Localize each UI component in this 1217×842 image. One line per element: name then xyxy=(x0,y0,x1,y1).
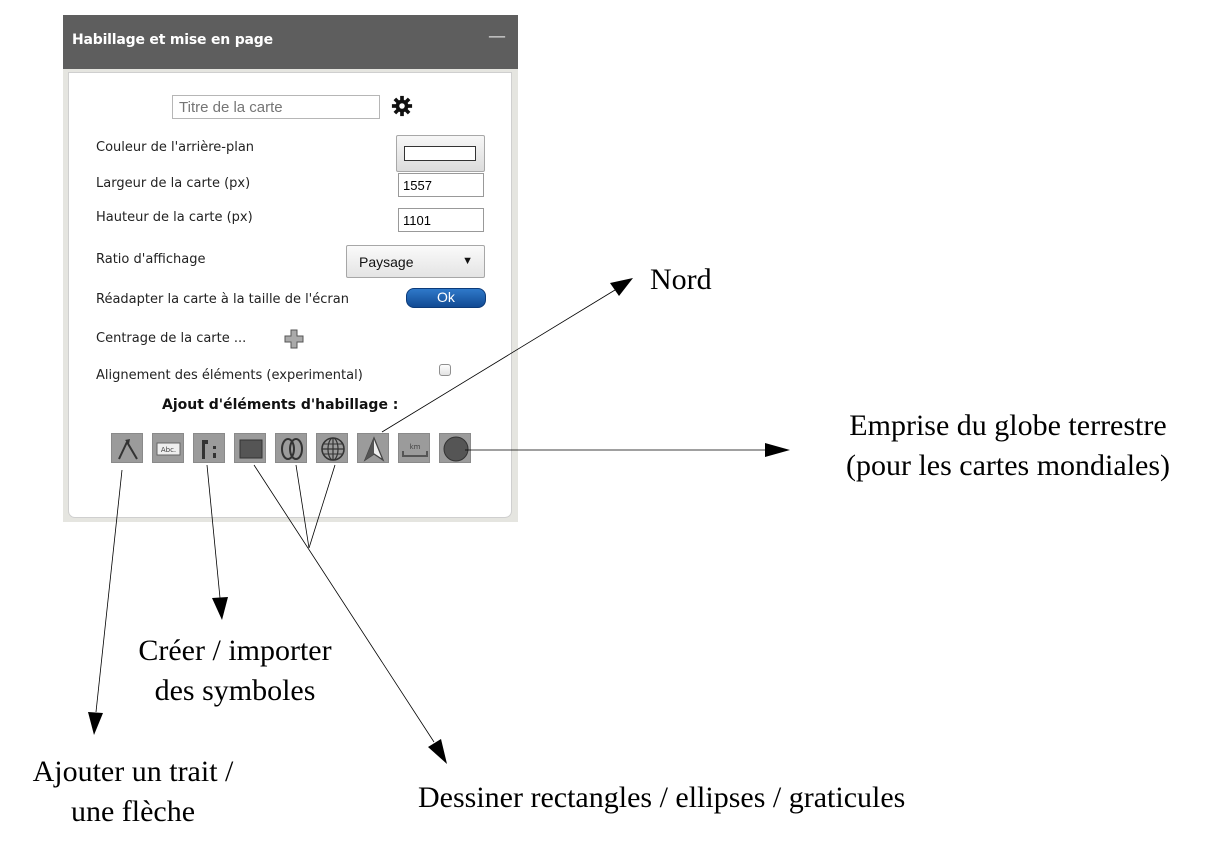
line-annotation-line2: une flèche xyxy=(70,795,196,828)
sphere-icon xyxy=(443,436,469,462)
symbols-arrowhead xyxy=(212,597,228,620)
shapes-branch-2 xyxy=(308,464,336,549)
align-elements-label: Alignement des éléments (experimental) xyxy=(96,368,363,383)
graticule-tool[interactable] xyxy=(316,433,348,463)
scale-bar-label: km xyxy=(410,443,421,451)
text-abc-icon: Abc. xyxy=(156,442,181,456)
minimize-icon[interactable]: — xyxy=(488,26,506,47)
display-ratio-select[interactable]: Paysage ▼ xyxy=(346,245,485,278)
chevron-down-icon: ▼ xyxy=(462,255,473,267)
scale-bar-tool[interactable]: km xyxy=(398,433,430,463)
north-arrowhead xyxy=(610,278,633,296)
background-color-button[interactable] xyxy=(396,135,485,172)
globe-extent-tool[interactable] xyxy=(439,433,471,463)
arrow-line-icon xyxy=(118,439,138,460)
ellipse-icon xyxy=(281,438,303,460)
text-tool-label: Abc. xyxy=(161,446,176,454)
resize-map-label: Réadapter la carte à la taille de l'écra… xyxy=(96,292,349,307)
line-arrowhead xyxy=(88,712,103,735)
align-elements-checkbox[interactable] xyxy=(439,364,451,376)
globe-arrowhead xyxy=(765,443,790,457)
symbols-arrow-line xyxy=(206,464,221,599)
map-width-label: Largeur de la carte (px) xyxy=(96,176,251,191)
line-annotation-line1: Ajouter un trait / xyxy=(32,755,234,788)
north-arrow-line xyxy=(381,289,616,433)
north-annotation: Nord xyxy=(650,263,712,296)
panel-title: Habillage et mise en page xyxy=(72,32,273,48)
shapes-arrowhead xyxy=(428,739,447,764)
north-arrow-icon xyxy=(363,436,385,462)
shapes-branch-1 xyxy=(295,464,310,549)
panel-body: Couleur de l'arrière-plan Largeur de la … xyxy=(68,72,512,518)
shapes-arrow-line xyxy=(253,464,435,743)
line-arrow-line xyxy=(95,469,123,713)
map-width-input[interactable] xyxy=(398,173,484,197)
globe-annotation-line2: (pour les cartes mondiales) xyxy=(845,449,1171,482)
ellipse-tool[interactable] xyxy=(275,433,307,463)
display-ratio-label: Ratio d'affichage xyxy=(96,252,206,267)
center-map-label: Centrage de la carte ... xyxy=(96,331,247,346)
graticule-icon xyxy=(321,437,345,461)
scale-bar-icon: km xyxy=(402,443,428,457)
map-height-input[interactable] xyxy=(398,208,484,232)
rectangle-tool[interactable] xyxy=(234,433,266,463)
display-ratio-value: Paysage xyxy=(359,254,414,270)
text-tool[interactable]: Abc. xyxy=(152,433,184,463)
background-color-label: Couleur de l'arrière-plan xyxy=(96,140,255,155)
layout-panel: Habillage et mise en page — Couleur de l… xyxy=(63,15,518,522)
map-title-input[interactable] xyxy=(172,95,380,119)
line-tool[interactable] xyxy=(111,433,143,463)
gear-icon[interactable] xyxy=(391,95,413,117)
resize-ok-button[interactable]: Ok xyxy=(406,288,486,308)
globe-annotation-line1: Emprise du globe terrestre xyxy=(849,409,1167,442)
plus-icon[interactable] xyxy=(284,329,304,349)
shapes-annotation: Dessiner rectangles / ellipses / graticu… xyxy=(418,781,906,814)
add-elements-title: Ajout d'éléments d'habillage : xyxy=(162,397,399,413)
rectangle-icon xyxy=(239,439,263,459)
north-arrow-tool[interactable] xyxy=(357,433,389,463)
symbols-annotation-line2: des symboles xyxy=(154,674,316,707)
symbols-annotation-line1: Créer / importer xyxy=(138,634,332,667)
symbol-tool[interactable] xyxy=(193,433,225,463)
panel-header[interactable]: Habillage et mise en page — xyxy=(63,15,518,69)
symbol-icon xyxy=(202,440,216,459)
map-height-label: Hauteur de la carte (px) xyxy=(96,210,253,225)
background-color-swatch xyxy=(404,146,476,161)
